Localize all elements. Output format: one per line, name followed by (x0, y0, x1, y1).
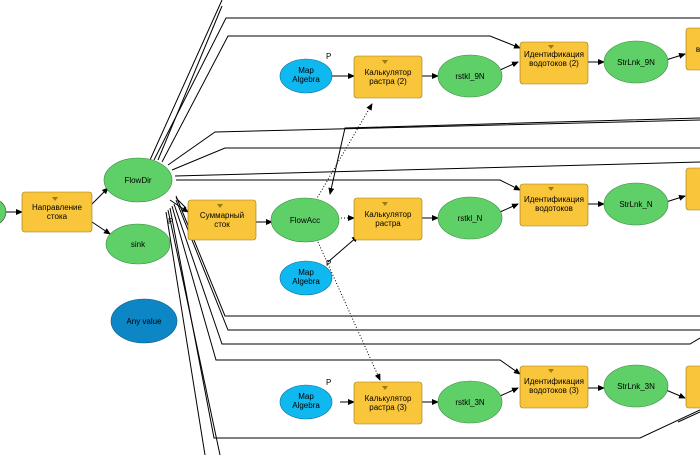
hammer-icon (217, 204, 223, 208)
hammer-icon (52, 197, 58, 201)
data-label-strlnk-9n: StrLnk_9N (617, 58, 655, 67)
data-label-any-value: Any value (126, 317, 162, 326)
connector-flowdir-ident-bot (171, 205, 521, 375)
tool-right-top-partial[interactable]: в (685, 27, 700, 71)
tool-right-mid-partial[interactable] (685, 167, 700, 211)
connector-strlnk9n-right (665, 52, 686, 61)
connector-flowacc-kalk-top (315, 103, 373, 201)
hammer-icon (548, 187, 554, 191)
connector-flowdir-fan-1 (149, 0, 223, 161)
connector-flowdir-fan-8 (175, 199, 700, 331)
hammer-icon (548, 369, 554, 373)
hammer-icon (382, 386, 388, 390)
data-sink[interactable]: sink (105, 223, 171, 265)
connector-flowdir-fan-4 (167, 119, 700, 166)
connector-flowdir-stub (175, 197, 187, 209)
tool-right-bot-partial[interactable] (685, 365, 700, 409)
connectors (4, 0, 700, 455)
param-marker-map-algebra-top: P (326, 52, 331, 61)
connector-flowacc-kalk-bot (317, 241, 381, 381)
connector-napravlenie-flowdir (91, 187, 109, 205)
hammer-icon (382, 202, 388, 206)
data-rstkl-3n[interactable]: rstkl_3N (437, 380, 503, 424)
data-any-value[interactable]: Any value (110, 298, 178, 344)
data-label-flowacc: FlowAcc (290, 216, 320, 225)
data-label-flowdir: FlowDir (124, 176, 151, 185)
data-strlnk-3n[interactable]: StrLnk_3N (603, 364, 669, 408)
data-label-rstkl-3n: rstkl_3N (455, 398, 485, 407)
param-marker-flowdir: P (168, 217, 173, 226)
partial-input-node[interactable] (0, 198, 7, 226)
connector-rstkl3n-ident-bot (499, 387, 519, 397)
connector-flowdir-fan-9 (173, 203, 700, 345)
connector-strlnk3n-right (665, 389, 686, 399)
connector-flowdir-fan-5 (171, 147, 700, 171)
connector-flowdir-fan-3 (157, 5, 223, 161)
connector-mapalg-kalk-mid (327, 235, 359, 263)
data-label-rstkl-9n: rstkl_9N (455, 72, 485, 81)
connector-rstkl9n-ident-top (499, 61, 519, 71)
data-label-strlnk-n: StrLnk_N (619, 200, 653, 209)
connector-flowdir-ident-top (161, 35, 521, 163)
connector-fan-12-end (677, 411, 700, 423)
data-rstkl-9n[interactable]: rstkl_9N (437, 54, 503, 98)
data-label-sink: sink (131, 240, 146, 249)
tool-label-right-top: в (696, 45, 700, 54)
connector-flowdir-ident-mid (176, 179, 521, 191)
data-strlnk-n[interactable]: StrLnk_N (603, 182, 669, 226)
connector-flowdir-fan-11 (167, 209, 221, 455)
data-rstkl-n[interactable]: rstkl_N (437, 196, 503, 240)
connector-flowdir-summarny (169, 199, 189, 213)
connector-flowdir-fan-12 (165, 211, 206, 455)
connector-right-flowacc (328, 117, 700, 195)
data-strlnk-9n[interactable]: StrLnk_9N (603, 40, 669, 84)
data-label-rstkl-n: rstkl_N (458, 214, 483, 223)
param-marker-map-algebra-mid: P (326, 259, 331, 268)
hammer-icon (382, 60, 388, 64)
connector-napravlenie-sink (91, 221, 111, 235)
data-flowdir[interactable]: FlowDir (103, 157, 173, 203)
connector-strlnkn-right (665, 194, 686, 203)
connector-flowdir-fan-2 (153, 17, 700, 161)
data-label-strlnk-3n: StrLnk_3N (617, 382, 655, 391)
connector-flowdir-fan-6 (174, 161, 700, 177)
hammer-icon (548, 45, 554, 49)
data-flowacc[interactable]: FlowAcc (270, 197, 340, 243)
connector-rstkln-ident-mid (499, 203, 519, 213)
param-marker-map-algebra-bot: P (326, 378, 331, 387)
